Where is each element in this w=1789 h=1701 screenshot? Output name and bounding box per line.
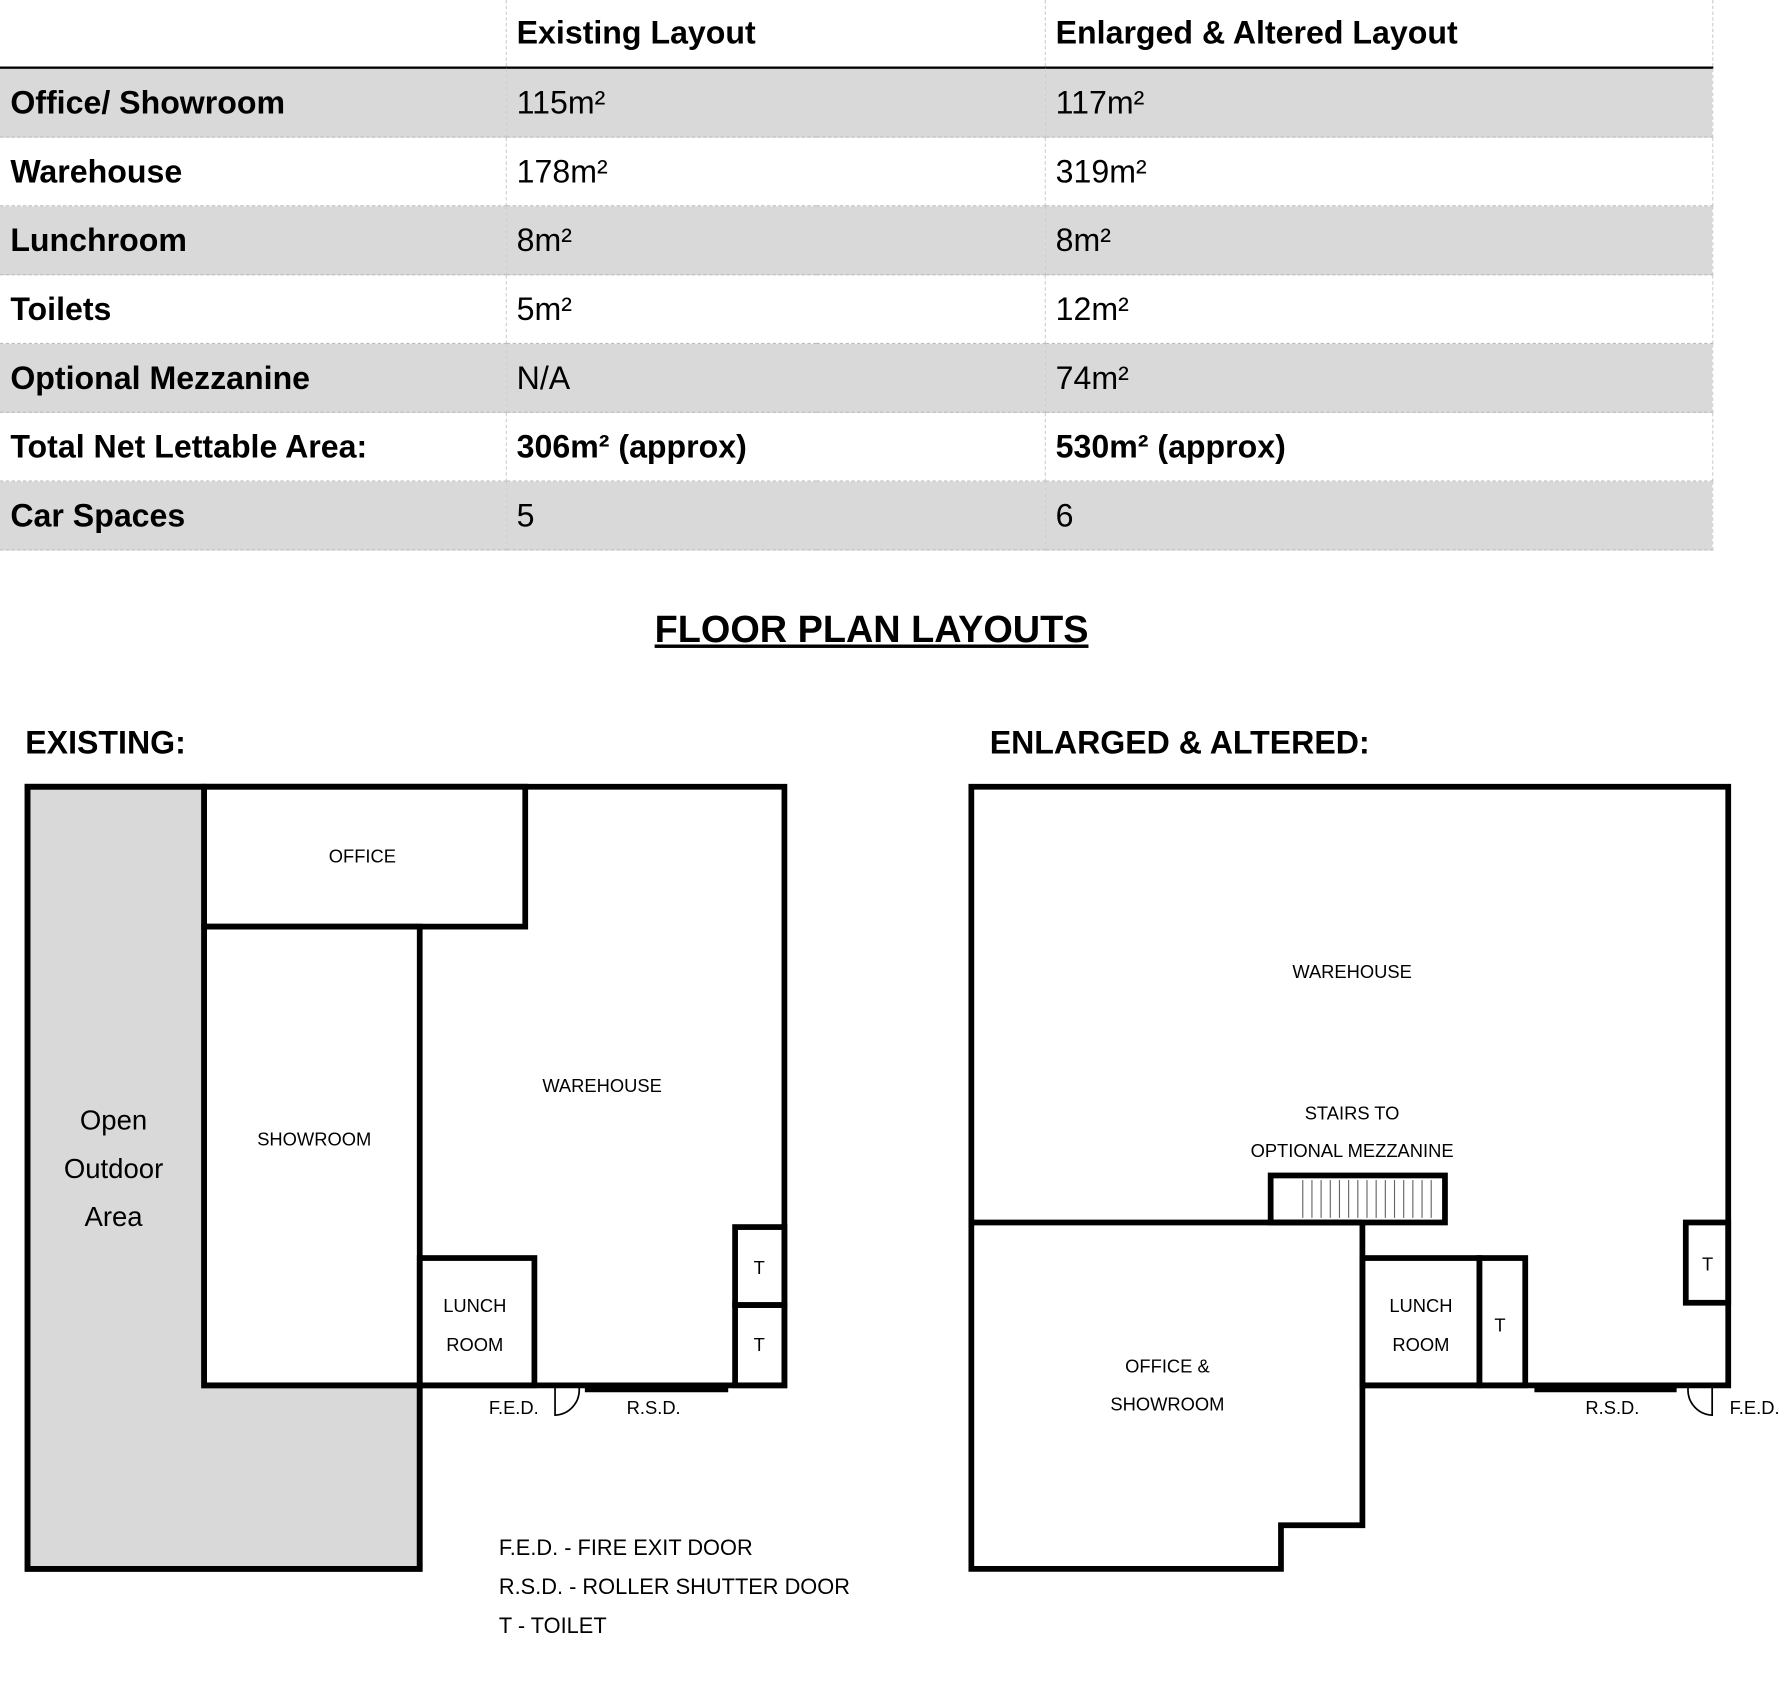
enlarged-value: 319m² bbox=[1044, 137, 1713, 207]
row-label: Optional Mezzanine bbox=[0, 343, 507, 413]
fed-label: F.E.D. bbox=[1730, 1397, 1780, 1418]
existing-plan-title: EXISTING: bbox=[25, 724, 186, 761]
table-row: Optional Mezzanine N/A 74m² bbox=[0, 343, 1713, 413]
toilet-label: T bbox=[754, 1334, 765, 1355]
toilet-label: T bbox=[1702, 1254, 1713, 1275]
stair-treads bbox=[1302, 1180, 1432, 1218]
existing-value: 115m² bbox=[505, 67, 1046, 138]
warehouse-label: WAREHOUSE bbox=[542, 1075, 661, 1096]
row-label: Office/ Showroom bbox=[0, 67, 507, 138]
table-row: Toilets 5m² 12m² bbox=[0, 274, 1713, 345]
table-row: Total Net Lettable Area: 306m² (approx) … bbox=[0, 412, 1713, 482]
office-showroom-label: OFFICE & bbox=[1125, 1356, 1210, 1377]
enlarged-value: 530m² (approx) bbox=[1044, 412, 1713, 482]
lunch-label: LUNCH bbox=[1389, 1295, 1452, 1316]
table-header-row: Existing Layout Enlarged & Altered Layou… bbox=[0, 0, 1713, 69]
enlarged-value: 6 bbox=[1044, 481, 1713, 551]
table-row: Warehouse 178m² 319m² bbox=[0, 137, 1713, 207]
toilet-label: T bbox=[754, 1257, 765, 1278]
table-row: Office/ Showroom 115m² 117m² bbox=[0, 67, 1713, 138]
toilet-room bbox=[1476, 1255, 1529, 1389]
office-label: OFFICE bbox=[329, 845, 396, 866]
lunch-label: ROOM bbox=[1392, 1334, 1449, 1355]
enlarged-floor-plan bbox=[968, 783, 1732, 1572]
existing-value: N/A bbox=[505, 343, 1046, 413]
rsd-label: R.S.D. bbox=[1585, 1397, 1639, 1418]
toilet-room bbox=[1682, 1219, 1732, 1306]
legend-item: R.S.D. - ROLLER SHUTTER DOOR bbox=[498, 1575, 850, 1600]
enlarged-value: 74m² bbox=[1044, 343, 1713, 413]
existing-value: 5m² bbox=[505, 274, 1046, 345]
section-title: FLOOR PLAN LAYOUTS bbox=[0, 608, 1743, 652]
outdoor-label: Open bbox=[80, 1105, 147, 1136]
existing-value: 306m² (approx) bbox=[505, 412, 1046, 482]
stairs bbox=[1267, 1172, 1448, 1226]
table-row: Lunchroom 8m² 8m² bbox=[0, 205, 1713, 276]
existing-value: 5 bbox=[505, 481, 1046, 551]
table-row: Car Spaces 5 6 bbox=[0, 481, 1713, 551]
area-comparison-table: Existing Layout Enlarged & Altered Layou… bbox=[0, 0, 1713, 551]
row-label: Warehouse bbox=[0, 137, 507, 207]
lunch-room bbox=[416, 1255, 538, 1389]
outer-wall bbox=[968, 783, 1732, 1572]
existing-labels: OFFICE SHOWROOM WAREHOUSE LUNCH ROOM T T… bbox=[64, 845, 765, 1418]
showroom-label: SHOWROOM bbox=[257, 1129, 371, 1150]
stairs-label: STAIRS TO bbox=[1305, 1102, 1400, 1123]
row-label: Lunchroom bbox=[0, 205, 507, 276]
lunch-label: LUNCH bbox=[443, 1295, 506, 1316]
stairs-label: OPTIONAL MEZZANINE bbox=[1251, 1140, 1454, 1161]
rsd-label: R.S.D. bbox=[627, 1397, 681, 1418]
header-existing: Existing Layout bbox=[505, 0, 1046, 69]
fire-exit-door bbox=[554, 1387, 581, 1417]
enlarged-value: 117m² bbox=[1044, 67, 1713, 138]
lunch-label: ROOM bbox=[446, 1334, 503, 1355]
existing-value: 178m² bbox=[505, 137, 1046, 207]
enlarged-plan-title: ENLARGED & ALTERED: bbox=[989, 724, 1370, 761]
legend-item: T - TOILET bbox=[498, 1614, 607, 1639]
existing-floor-plan bbox=[24, 783, 788, 1572]
showroom-room bbox=[201, 923, 423, 1389]
header-enlarged: Enlarged & Altered Layout bbox=[1044, 0, 1713, 69]
outdoor-label: Outdoor bbox=[64, 1153, 163, 1184]
row-label: Total Net Lettable Area: bbox=[0, 412, 507, 482]
toilet-room bbox=[732, 1302, 788, 1389]
header-blank bbox=[0, 0, 507, 69]
row-label: Toilets bbox=[0, 274, 507, 345]
enlarged-value: 12m² bbox=[1044, 274, 1713, 345]
toilet-label: T bbox=[1494, 1314, 1505, 1335]
row-label: Car Spaces bbox=[0, 481, 507, 551]
existing-value: 8m² bbox=[505, 205, 1046, 276]
outdoor-label: Area bbox=[84, 1201, 143, 1232]
enlarged-value: 8m² bbox=[1044, 205, 1713, 276]
office-showroom-label: SHOWROOM bbox=[1110, 1394, 1224, 1415]
fire-exit-door bbox=[1687, 1387, 1714, 1417]
legend-item: F.E.D. - FIRE EXIT DOOR bbox=[498, 1536, 753, 1561]
section-title-text: FLOOR PLAN LAYOUTS bbox=[654, 607, 1089, 651]
lunch-room bbox=[1359, 1255, 1483, 1389]
enlarged-labels: WAREHOUSE STAIRS TO OPTIONAL MEZZANINE O… bbox=[1110, 961, 1779, 1418]
fed-label: F.E.D. bbox=[489, 1397, 539, 1418]
warehouse-label: WAREHOUSE bbox=[1292, 961, 1411, 982]
